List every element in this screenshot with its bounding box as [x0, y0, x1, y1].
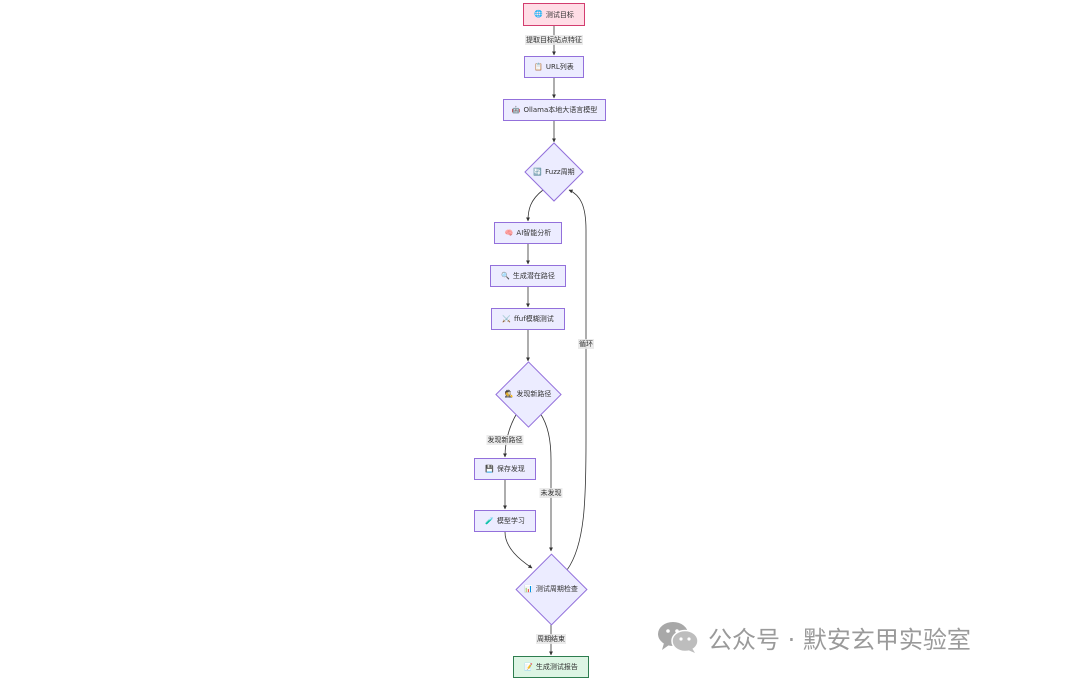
node-model-learning: 🧪 模型学习	[474, 510, 536, 532]
node-fuzz-cycle-label: Fuzz周期	[545, 168, 575, 176]
node-new-path-found: 🕵️ 发现新路径	[494, 360, 562, 428]
edge-label-extract: 提取目标站点特征	[525, 35, 583, 45]
node-test-target: 🌐 测试目标	[523, 3, 585, 26]
node-save-findings: 💾 保存发现	[474, 458, 536, 480]
robot-icon: 🤖	[511, 105, 521, 114]
edge-label-end: 周期结束	[536, 634, 566, 644]
node-ai-analysis-label: AI智能分析	[516, 229, 552, 237]
node-ai-analysis: 🧠 AI智能分析	[494, 222, 562, 244]
node-cycle-check-label: 测试周期检查	[535, 585, 578, 593]
floppy-disk-icon: 💾	[485, 464, 494, 473]
node-save-findings-label: 保存发现	[496, 465, 525, 473]
edge-newpath-save	[503, 412, 518, 458]
node-url-list: 📋 URL列表	[524, 56, 584, 78]
swords-icon: ⚔️	[502, 314, 511, 323]
node-ollama-model-label: Ollama本地大语言模型	[523, 106, 598, 114]
cycle-icon: 🔄	[533, 168, 543, 176]
globe-icon: 🌐	[534, 10, 543, 18]
edge-label-notfound: 未发现	[539, 488, 563, 498]
edge-learn-check	[504, 531, 533, 569]
node-generate-paths-label: 生成潜在路径	[512, 272, 555, 280]
wechat-watermark: 公众号 · 默安玄甲实验室	[656, 618, 971, 656]
node-ollama-model: 🤖 Ollama本地大语言模型	[503, 99, 606, 121]
watermark-text: 公众号 · 默安玄甲实验室	[708, 625, 971, 654]
node-fuzz-cycle: 🔄 Fuzz周期	[524, 142, 584, 202]
test-tube-icon: 🧪	[485, 516, 494, 525]
memo-icon: 📝	[524, 662, 533, 671]
edge-label-loop: 循环	[578, 339, 594, 349]
node-ffuf-fuzzing: ⚔️ ffuf模糊测试	[491, 308, 565, 330]
node-cycle-check: 📊 测试周期检查	[514, 552, 588, 626]
edge-label-found: 发现新路径	[486, 435, 524, 445]
node-url-list-label: URL列表	[545, 63, 574, 71]
edge-newpath-check	[539, 412, 553, 552]
wechat-icon	[658, 622, 699, 653]
node-new-path-found-label: 发现新路径	[516, 390, 552, 398]
magnifier-icon: 🔍	[501, 271, 510, 280]
bar-chart-icon: 📊	[524, 585, 533, 593]
edge-fuzz-ai	[526, 189, 544, 222]
edge-loop	[566, 189, 587, 571]
node-test-target-label: 测试目标	[545, 10, 574, 19]
node-generate-paths: 🔍 生成潜在路径	[490, 265, 566, 287]
node-generate-report: 📝 生成测试报告	[513, 656, 589, 678]
brain-icon: 🧠	[504, 228, 514, 237]
clipboard-icon: 📋	[534, 62, 543, 71]
node-generate-report-label: 生成测试报告	[535, 663, 578, 671]
node-ffuf-fuzzing-label: ffuf模糊测试	[513, 315, 554, 323]
node-model-learning-label: 模型学习	[496, 517, 525, 525]
detective-icon: 🕵️	[504, 390, 514, 398]
